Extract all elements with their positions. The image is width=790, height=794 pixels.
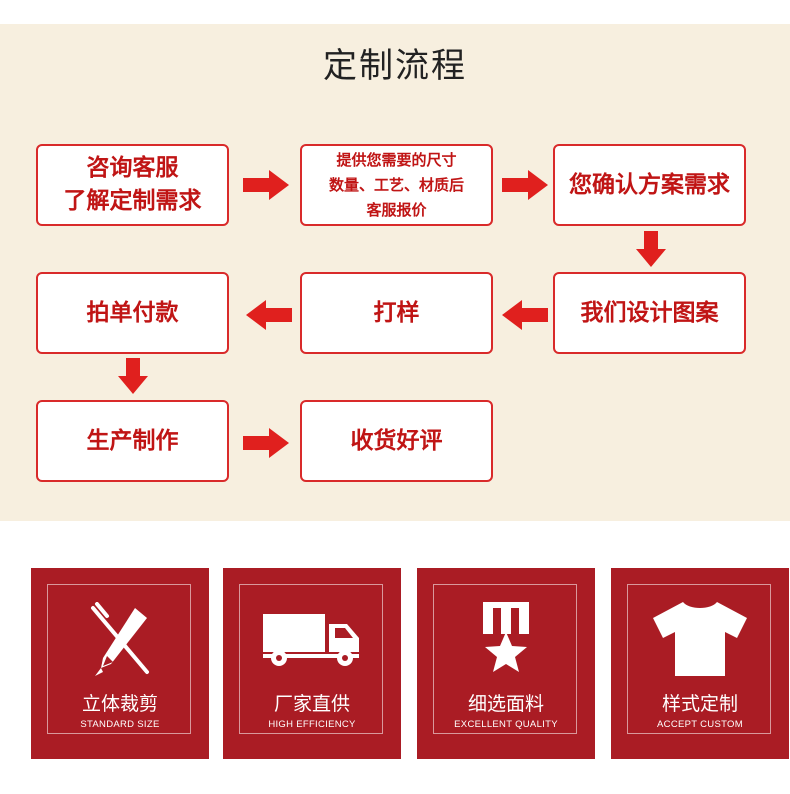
- tile-frame: [433, 584, 577, 734]
- step-confirm: 您确认方案需求: [553, 144, 746, 226]
- feature-subtitle: STANDARD SIZE: [80, 719, 160, 730]
- step-provide-line-2: 数量、工艺、材质后: [328, 175, 464, 194]
- arrow-left-icon: [246, 300, 292, 330]
- arrow-down-icon: [118, 358, 148, 394]
- tile-frame: [47, 584, 191, 734]
- step-provide-line-1: 提供您需要的尺寸: [336, 150, 457, 169]
- feature-subtitle: HIGH EFFICIENCY: [268, 719, 356, 730]
- feature-tile-custom: 样式定制 ACCEPT CUSTOM: [611, 568, 789, 759]
- feature-title: 样式定制: [661, 693, 738, 715]
- step-consult-line-1: 咨询客服: [86, 155, 179, 181]
- step-sample: 打样: [300, 272, 493, 354]
- arrow-right-icon: [502, 170, 548, 200]
- step-receive-label: 收货好评: [350, 427, 443, 454]
- step-provide-info: 提供您需要的尺寸 数量、工艺、材质后 客服报价: [300, 144, 493, 226]
- feature-title: 厂家直供: [273, 693, 350, 715]
- step-consult: 咨询客服 了解定制需求: [36, 144, 229, 226]
- arrow-right-icon: [243, 170, 289, 200]
- arrow-right-icon: [243, 428, 289, 458]
- step-consult-line-2: 了解定制需求: [63, 188, 202, 214]
- pencil-ruler-icon: [91, 602, 149, 676]
- feature-title: 细选面料: [467, 693, 544, 715]
- tile-frame: [239, 584, 383, 734]
- step-produce-label: 生产制作: [86, 427, 179, 454]
- arrow-left-icon: [502, 300, 548, 330]
- feature-subtitle: ACCEPT CUSTOM: [657, 719, 743, 730]
- process-title: 定制流程: [323, 46, 467, 86]
- feature-title: 立体裁剪: [81, 693, 158, 715]
- step-design: 我们设计图案: [553, 272, 746, 354]
- step-confirm-label: 您确认方案需求: [569, 171, 730, 198]
- feature-tile-cutting: 立体裁剪 STANDARD SIZE: [31, 568, 209, 759]
- tshirt-icon: [653, 602, 747, 676]
- tile-frame: [627, 584, 771, 734]
- feature-tile-fabric: 细选面料 EXCELLENT QUALITY: [417, 568, 595, 759]
- feature-tile-direct: 厂家直供 HIGH EFFICIENCY: [223, 568, 401, 759]
- step-design-label: 我们设计图案: [580, 299, 719, 326]
- truck-icon: [263, 614, 359, 666]
- step-receive: 收货好评: [300, 400, 493, 482]
- feature-subtitle: EXCELLENT QUALITY: [454, 719, 558, 730]
- step-pay-label: 拍单付款: [86, 299, 179, 326]
- medal-star-icon: [483, 602, 529, 672]
- step-pay: 拍单付款: [36, 272, 229, 354]
- step-produce: 生产制作: [36, 400, 229, 482]
- arrow-down-icon: [636, 231, 666, 267]
- step-sample-label: 打样: [373, 299, 420, 326]
- step-provide-line-3: 客服报价: [366, 200, 427, 219]
